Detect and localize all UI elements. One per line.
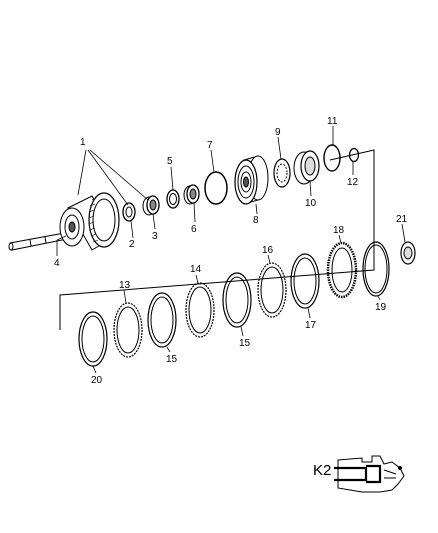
bearing-part-3 xyxy=(142,195,160,216)
inset-label: K2 xyxy=(313,462,331,479)
callout-2: 2 xyxy=(129,239,135,250)
seal-ring-part-12 xyxy=(348,147,360,163)
callout-9: 9 xyxy=(275,127,281,138)
callout-12: 12 xyxy=(347,177,359,188)
piston-part-10 xyxy=(293,150,320,185)
washer-part-5 xyxy=(166,189,180,209)
seal-ring-part-11 xyxy=(323,144,341,172)
drum-hub-part-1 xyxy=(59,192,120,251)
k2-location-inset: K2 xyxy=(313,455,405,493)
washer-part-2 xyxy=(122,202,136,222)
callout-14: 14 xyxy=(190,264,202,275)
snap-ring-part-19 xyxy=(362,241,390,297)
toothed-plate-part-18 xyxy=(326,241,358,299)
callout-20: 20 xyxy=(91,375,103,386)
callout-3: 3 xyxy=(152,231,158,242)
callout-8: 8 xyxy=(253,215,259,226)
bearing-part-6 xyxy=(183,184,200,205)
callout-15b: 15 xyxy=(239,338,251,349)
pressure-plate-part-20 xyxy=(78,311,108,367)
callout-7: 7 xyxy=(207,140,213,151)
transmission-silhouette xyxy=(334,455,405,493)
clutch-plate-part-15b xyxy=(222,272,252,328)
thrust-washer-part-21 xyxy=(400,241,416,265)
callout-16: 16 xyxy=(262,245,274,256)
callout-13: 13 xyxy=(119,280,131,291)
callout-10: 10 xyxy=(305,198,317,209)
callout-5: 5 xyxy=(167,156,173,167)
group-bracket xyxy=(59,149,375,330)
callout-19: 19 xyxy=(375,302,387,313)
callout-17: 17 xyxy=(305,320,317,331)
spring-ring-part-9 xyxy=(273,158,291,188)
callout-6: 6 xyxy=(191,224,197,235)
callout-21: 21 xyxy=(396,214,408,225)
clutch-plate-part-15a xyxy=(147,292,177,348)
snap-ring-part-7 xyxy=(204,171,228,205)
callout-1: 1 xyxy=(80,137,86,148)
clutch-disc-part-14 xyxy=(185,282,215,338)
clutch-disc-part-16 xyxy=(257,262,287,318)
callout-labels: 1 2 3 4 5 6 7 8 9 10 11 12 13 14 15 15 1… xyxy=(54,116,408,386)
clutch-disc-part-13 xyxy=(113,302,143,358)
callout-4: 4 xyxy=(54,258,60,269)
callout-18: 18 xyxy=(333,225,345,236)
clutch-plate-part-17 xyxy=(290,253,320,309)
leader-lines xyxy=(56,126,406,374)
piston-housing-part-8 xyxy=(234,155,269,205)
callout-11: 11 xyxy=(327,116,338,127)
callout-15a: 15 xyxy=(166,354,178,365)
